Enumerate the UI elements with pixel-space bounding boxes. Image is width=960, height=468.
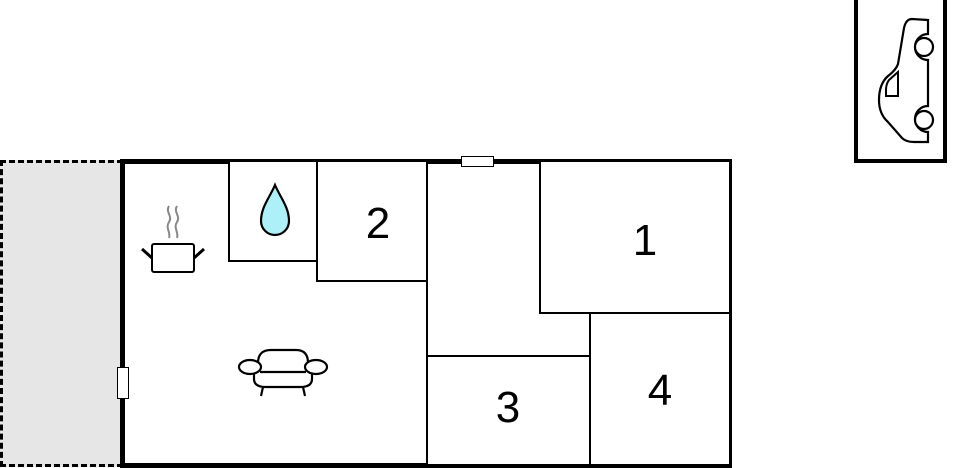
room-2 [316, 162, 428, 282]
room-3-label: 3 [495, 383, 521, 432]
room-4 [589, 312, 729, 464]
room-3 [426, 355, 591, 464]
window-top [461, 156, 494, 167]
cooking-pot-icon [140, 205, 206, 273]
water-drop-icon [259, 182, 291, 237]
room-4-label: 4 [647, 366, 673, 415]
terrace-area [0, 160, 123, 467]
room-2-label: 2 [365, 199, 391, 248]
door-left [117, 367, 129, 399]
room-1 [539, 162, 729, 314]
room-1-label: 1 [632, 216, 658, 265]
sofa-icon [237, 348, 329, 397]
hallway-wall [426, 162, 428, 464]
car-icon [877, 17, 935, 144]
